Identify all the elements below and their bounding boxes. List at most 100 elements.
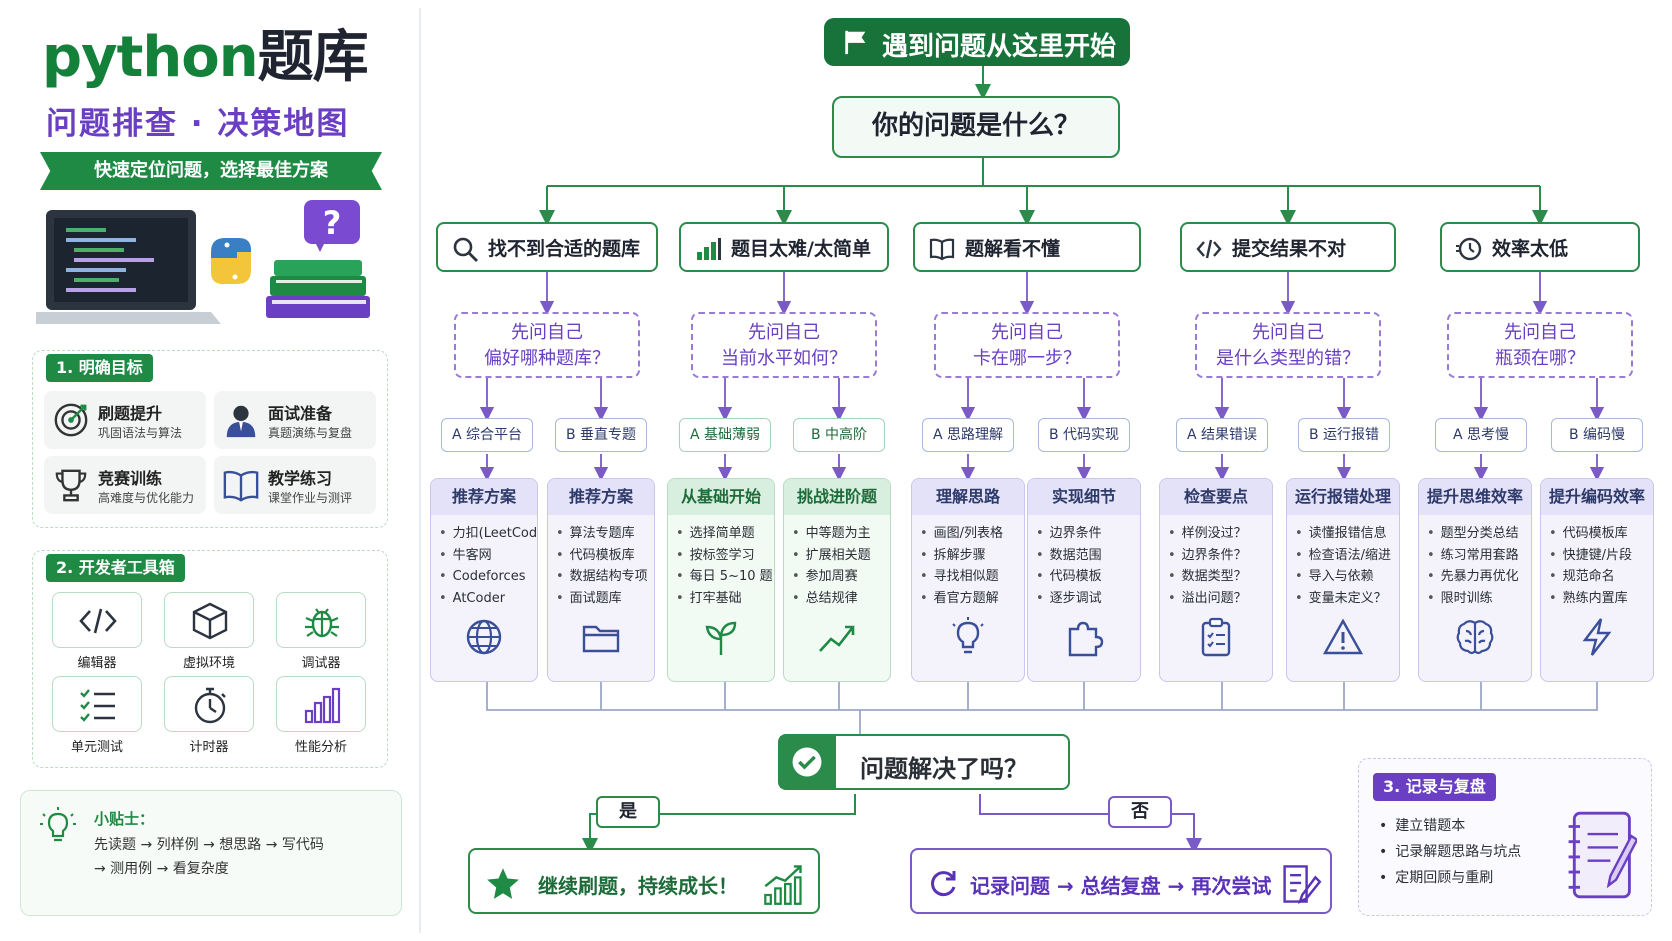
laptop-icon: ?: [36, 200, 370, 324]
open-book-icon: [929, 238, 955, 261]
self-question-node: 先问自己卡在哪一步？: [934, 312, 1120, 378]
self-question-prefix: 先问自己: [1504, 322, 1576, 343]
tool-editor[interactable]: [52, 592, 142, 648]
continue-result[interactable]: 继续刷题，持续成长！: [468, 848, 820, 914]
solution-item: 导入与依赖: [1295, 566, 1391, 588]
solution-card[interactable]: 运行报错处理读懂报错信息检查语法/缩进导入与依赖变量未定义？: [1286, 478, 1400, 682]
goal-card[interactable]: 教学练习 课堂作业与测评: [214, 456, 376, 514]
record-item: 建立错题本: [1379, 813, 1521, 839]
tool-venv[interactable]: [164, 592, 254, 648]
tool-debugger[interactable]: [276, 592, 366, 648]
category-node[interactable]: 效率太低: [1440, 222, 1640, 272]
code-icon: [1196, 239, 1222, 259]
solution-list: 中等题为主扩展相关题参加周赛总结规律: [792, 523, 871, 609]
record-item: 定期回顾与重刷: [1379, 865, 1521, 891]
solution-item: 数据范围: [1036, 545, 1102, 567]
solution-card[interactable]: 推荐方案力扣(LeetCode)牛客网CodeforcesAtCoder: [430, 478, 538, 682]
tool-unit-test[interactable]: [52, 676, 142, 732]
solution-card-title: 检查要点: [1160, 479, 1272, 515]
speed-clock-icon: [1456, 237, 1482, 261]
self-question-node: 先问自己是什么类型的错？: [1195, 312, 1381, 378]
tool-label: 编辑器: [77, 656, 117, 671]
option-button[interactable]: A 思考慢: [1435, 418, 1527, 452]
option-button[interactable]: B 中高阶: [793, 418, 885, 452]
solution-card[interactable]: 从基础开始选择简单题按标签学习每日 5~10 题打牢基础: [667, 478, 775, 682]
tool-label: 调试器: [301, 656, 341, 671]
option-button[interactable]: B 代码实现: [1038, 418, 1130, 452]
page-subtitle: 问题排查 · 决策地图: [46, 106, 350, 142]
start-label: 遇到问题从这里开始: [882, 32, 1117, 62]
solution-item: 看官方题解: [920, 588, 1003, 610]
solution-card[interactable]: 提升思维效率题型分类总结练习常用套路先暴力再优化限时训练: [1418, 478, 1532, 682]
solved-node[interactable]: 问题解决了吗？: [778, 734, 1070, 790]
question-bubble-icon: ?: [304, 200, 360, 252]
solution-item: 打牢基础: [676, 588, 773, 610]
goal-card[interactable]: 竞赛训练 高难度与优化能力: [44, 456, 206, 514]
category-node[interactable]: 提交结果不对: [1180, 222, 1396, 272]
solution-item: 数据类型？: [1168, 566, 1247, 588]
self-question-prefix: 先问自己: [511, 322, 583, 343]
flag-icon: [845, 30, 866, 55]
solution-list: 代码模板库快捷键/片段规范命名熟练内置库: [1549, 523, 1632, 609]
solution-item: 边界条件？: [1168, 545, 1247, 567]
solution-item: 每日 5~10 题: [676, 566, 773, 588]
tool-timer[interactable]: [164, 676, 254, 732]
bar-chart-icon: [304, 687, 341, 724]
option-button[interactable]: B 垂直专题: [555, 418, 647, 452]
start-node[interactable]: 遇到问题从这里开始: [824, 18, 1130, 66]
solution-card-title: 运行报错处理: [1287, 479, 1399, 515]
solution-item: 练习常用套路: [1427, 545, 1519, 567]
solution-item: 溢出问题？: [1168, 588, 1247, 610]
option-button[interactable]: A 综合平台: [441, 418, 533, 452]
self-question-text: 偏好哪种题库？: [484, 348, 610, 369]
solution-list: 选择简单题按标签学习每日 5~10 题打牢基础: [676, 523, 773, 609]
goal-desc: 真题演练与复盘: [268, 426, 353, 440]
python-logo-icon: [211, 238, 251, 284]
tool-profiler[interactable]: [276, 676, 366, 732]
stopwatch-icon: [194, 687, 226, 724]
solution-card[interactable]: 挑战进阶题中等题为主扩展相关题参加周赛总结规律: [783, 478, 891, 682]
option-button[interactable]: A 思路理解: [922, 418, 1014, 452]
solution-item: 逐步调试: [1036, 588, 1102, 610]
solution-card[interactable]: 提升编码效率代码模板库快捷键/片段规范命名熟练内置库: [1540, 478, 1654, 682]
self-question-text: 是什么类型的错？: [1216, 348, 1360, 369]
solution-item: 代码模板: [1036, 566, 1102, 588]
hero-illustration: ?: [36, 200, 396, 332]
category-node[interactable]: 题解看不懂: [913, 222, 1141, 272]
category-label: 题目太难/太简单: [731, 238, 871, 260]
category-node[interactable]: 找不到合适的题库: [436, 222, 658, 272]
solution-item: 读懂报错信息: [1295, 523, 1391, 545]
trophy-icon: [55, 469, 87, 502]
sprout-icon: [705, 621, 737, 655]
retry-result[interactable]: 记录问题 → 总结复盘 → 再次尝试: [910, 848, 1332, 914]
solution-card[interactable]: 推荐方案算法专题库代码模板库数据结构专项面试题库: [547, 478, 655, 682]
solution-item: 先暴力再优化: [1427, 566, 1519, 588]
search-icon: [453, 237, 478, 262]
category-node[interactable]: 题目太难/太简单: [679, 222, 889, 272]
solution-item: 画图/列表格: [920, 523, 1003, 545]
solution-card[interactable]: 实现细节边界条件数据范围代码模板逐步调试: [1027, 478, 1141, 682]
option-button[interactable]: A 基础薄弱: [679, 418, 771, 452]
solution-item: 代码模板库: [1549, 523, 1632, 545]
goal-card[interactable]: 刷题提升 巩固语法与算法: [44, 391, 206, 449]
solution-card[interactable]: 检查要点样例没过？边界条件？数据类型？溢出问题？: [1159, 478, 1273, 682]
option-button[interactable]: B 运行报错: [1298, 418, 1390, 452]
option-button[interactable]: B 编码慢: [1551, 418, 1643, 452]
self-question-prefix: 先问自己: [748, 322, 820, 343]
cube-icon: [192, 602, 228, 640]
globe-icon: [466, 619, 502, 655]
solution-card[interactable]: 理解思路画图/列表格拆解步骤寻找相似题看官方题解: [911, 478, 1025, 682]
no-label: 否: [1108, 796, 1172, 828]
solution-item: 面试题库: [556, 588, 648, 610]
category-label: 题解看不懂: [965, 238, 1061, 260]
brain-icon: [1456, 620, 1494, 655]
solution-item: 代码模板库: [556, 545, 648, 567]
solution-item: 熟练内置库: [1549, 588, 1632, 610]
continue-label: 继续刷题，持续成长！: [538, 874, 738, 898]
record-item: 记录解题思路与坑点: [1379, 839, 1521, 865]
solution-card-title: 实现细节: [1028, 479, 1140, 515]
option-button[interactable]: A 结果错误: [1176, 418, 1268, 452]
signal-icon: [697, 238, 721, 260]
goal-card[interactable]: 面试准备 真题演练与复盘: [214, 391, 376, 449]
question-node[interactable]: 你的问题是什么？: [832, 96, 1120, 158]
